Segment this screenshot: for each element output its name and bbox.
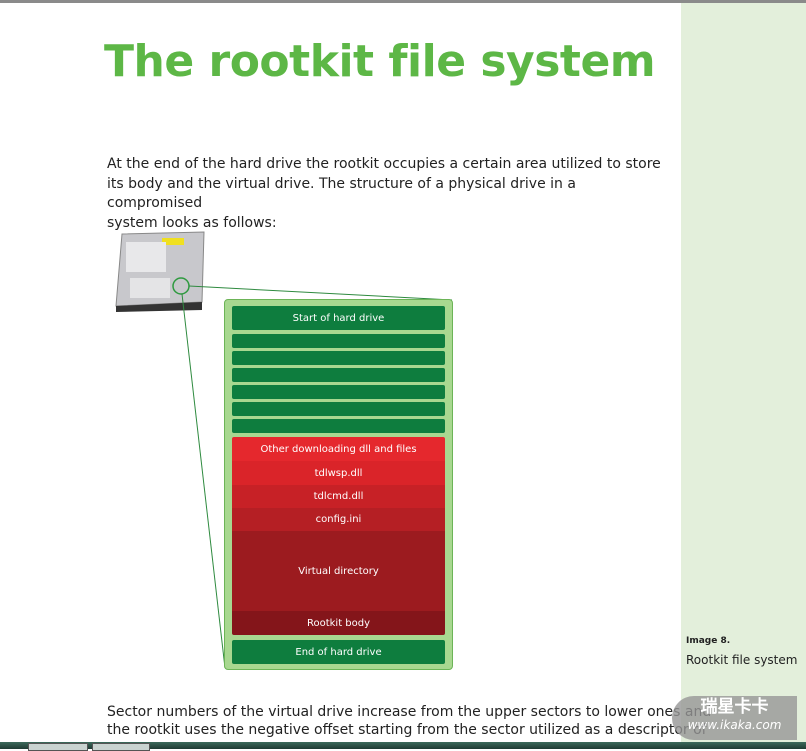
outro-paragraph: Sector numbers of the virtual drive incr… (107, 703, 712, 739)
sector-block (232, 368, 445, 382)
caption-text: Rootkit file system (686, 653, 798, 667)
hard-drive-image (115, 231, 205, 312)
text-line: system looks as follows: (107, 214, 277, 231)
rootkit-body-block: Rootkit body (232, 611, 445, 635)
sector-block (232, 402, 445, 416)
taskbar-button[interactable] (28, 743, 88, 751)
sidebar-margin (681, 3, 806, 742)
tdlwsp-block: tdlwsp.dll (232, 461, 445, 485)
start-of-drive-block: Start of hard drive (232, 306, 445, 330)
tdlcmd-block: tdlcmd.dll (232, 485, 445, 508)
other-files-block: Other downloading dll and files (232, 437, 445, 461)
page-title: The rootkit file system (104, 36, 656, 87)
sector-block (232, 351, 445, 365)
watermark-logo: 瑞星卡卡 www.ikaka.com (672, 696, 797, 740)
text-line: At the end of the hard drive the rootkit… (107, 156, 661, 172)
caption-label: Image 8. (686, 636, 731, 646)
text-line: the rootkit uses the negative offset sta… (107, 722, 707, 738)
intro-paragraph: At the end of the hard drive the rootkit… (107, 155, 667, 233)
text-line: its body and the virtual drive. The stru… (107, 175, 576, 212)
taskbar (0, 742, 806, 749)
sector-block (232, 334, 445, 348)
virtual-directory-block: Virtual directory (232, 531, 445, 611)
sector-block (232, 385, 445, 399)
config-block: config.ini (232, 508, 445, 531)
end-of-drive-block: End of hard drive (232, 640, 445, 664)
window-top-border (0, 0, 806, 3)
text-line: Sector numbers of the virtual drive incr… (107, 704, 712, 720)
taskbar-button[interactable] (92, 743, 150, 751)
sector-block (232, 419, 445, 433)
